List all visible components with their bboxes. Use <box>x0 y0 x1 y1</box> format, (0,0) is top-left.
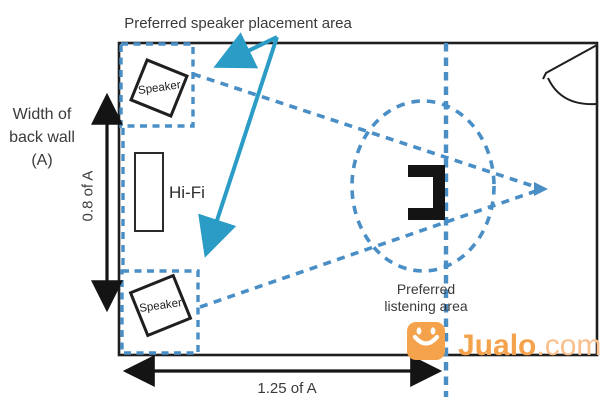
back-wall-label-line3: (A) <box>31 152 53 169</box>
horizontal-dimension-label: 1.25 of A <box>257 380 317 397</box>
diagram-title: Preferred speaker placement area <box>124 15 352 32</box>
hifi-label: Hi-Fi <box>169 183 205 202</box>
vertical-dimension-label: 0.8 of A <box>79 170 97 222</box>
listening-area-label-line1: Preferred <box>396 281 456 297</box>
listening-chair-icon <box>408 165 445 220</box>
listening-area-label-line2: listening area <box>384 298 468 314</box>
watermark-tld: .com <box>536 329 602 362</box>
speaker-top-label: Speaker <box>136 79 182 97</box>
listening-area-label: Preferred listening area <box>366 281 486 315</box>
hifi-rack-box <box>134 152 164 232</box>
pointer-arrow-top-speaker <box>213 32 278 69</box>
back-wall-label-line1: Width of <box>12 106 72 123</box>
triangle-guide-top-line <box>192 72 537 189</box>
triangle-guide-bottom-line <box>199 189 537 309</box>
speaker-bottom-label: Speaker <box>138 296 183 315</box>
watermark-brand: Jualo <box>458 329 537 362</box>
pointer-arrow-bottom-speaker <box>198 36 279 258</box>
listening-area-circle <box>350 99 496 273</box>
back-wall-label-line2: back wall <box>9 129 75 146</box>
jualo-smile-bag-icon <box>407 322 445 360</box>
watermark-text: Jualo.com <box>458 329 601 363</box>
triangle-apex-arrowhead <box>534 182 548 196</box>
speaker-placement-box-top <box>119 42 195 128</box>
door-swing-icon <box>542 44 598 106</box>
back-wall-label: Width of back wall (A) <box>0 103 84 172</box>
